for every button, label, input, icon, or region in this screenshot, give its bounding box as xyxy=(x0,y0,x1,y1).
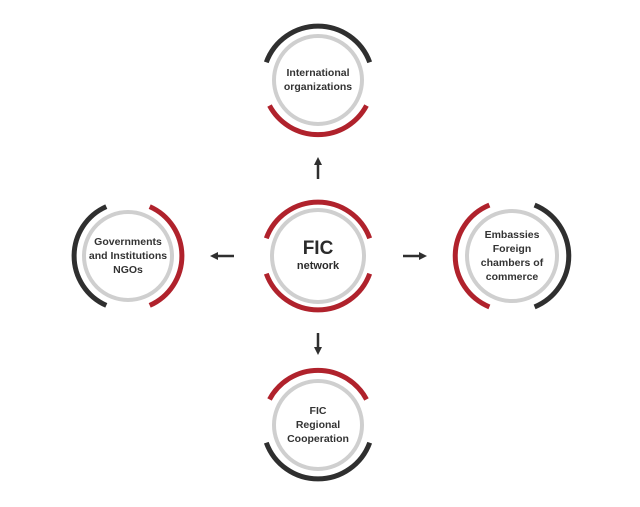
label-governments-institutions-ngos: Governments and Institutions NGOs xyxy=(74,228,182,284)
node-ring xyxy=(272,34,364,126)
label-line: NGOs xyxy=(113,264,143,276)
label-international-organizations: International organizations xyxy=(268,58,368,102)
dark-arc xyxy=(263,23,373,64)
node-ring xyxy=(272,379,364,471)
label-line: chambers of xyxy=(480,257,544,269)
red-arc-bottom xyxy=(263,272,373,313)
node-ring xyxy=(270,208,366,304)
label-fic-network: FIC network xyxy=(268,230,368,280)
node-fic-network xyxy=(263,199,373,313)
label-line: FIC xyxy=(309,405,327,417)
label-line: Foreign xyxy=(492,243,532,255)
center-subtitle: network xyxy=(296,259,340,272)
red-arc xyxy=(148,204,185,308)
red-arc xyxy=(267,104,369,138)
label-line: Governments xyxy=(94,236,162,248)
label-fic-regional-cooperation: FIC Regional Cooperation xyxy=(268,397,368,453)
node-embassies-chambers xyxy=(452,202,572,310)
label-line: organizations xyxy=(283,81,353,93)
node-fic-regional-cooperation xyxy=(263,367,373,482)
label-embassies-chambers: Embassies Foreign chambers of commerce xyxy=(460,222,564,290)
node-ring xyxy=(82,210,174,302)
red-arc xyxy=(452,202,491,310)
label-line: International xyxy=(286,67,350,79)
label-line: Cooperation xyxy=(287,433,349,445)
label-line: and Institutions xyxy=(88,250,168,262)
node-governments-institutions-ngos xyxy=(71,204,185,308)
node-international-organizations xyxy=(263,23,373,138)
dark-arc xyxy=(533,202,572,310)
label-line: Embassies xyxy=(484,229,540,241)
red-arc-top xyxy=(263,199,373,240)
red-arc xyxy=(267,367,369,401)
dark-arc xyxy=(71,204,108,308)
center-title: FIC xyxy=(302,237,334,259)
dark-arc xyxy=(263,441,373,482)
label-line: commerce xyxy=(485,271,539,283)
label-line: Regional xyxy=(295,419,341,431)
node-ring xyxy=(465,209,559,303)
